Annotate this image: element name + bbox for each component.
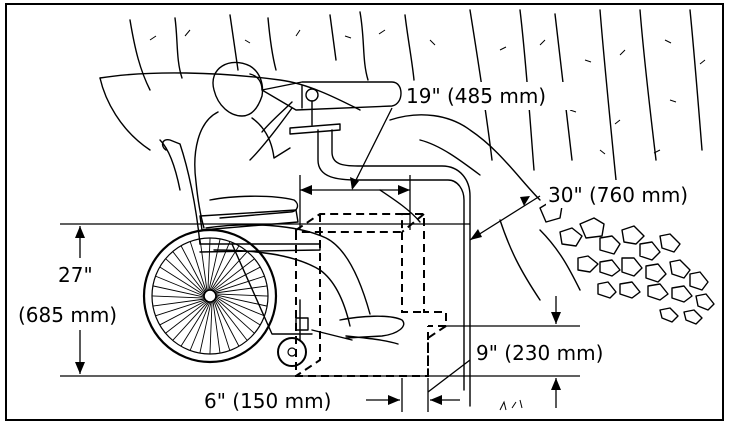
label-bg-width [404,82,580,110]
wheel-spoke [172,301,209,341]
wheel-spoke [207,237,211,291]
wheel-spoke [189,241,207,292]
wheel-spoke [155,275,205,297]
wheelchair [142,138,353,367]
wheel-spoke [209,301,213,355]
dimension-label-19in: 19" (485 mm) [406,84,546,108]
wheel-spoke [172,251,206,294]
dimension-label-6in: 6" (150 mm) [204,389,331,413]
wheel-spoke [152,285,205,298]
wheel-spoke [152,298,205,307]
wheel-spoke [215,285,268,294]
rear-wheel [142,228,278,364]
wheel-spoke [215,297,255,334]
telescope-viewer [261,81,471,407]
wheel-spoke [214,298,248,341]
wheel-spoke [159,300,207,326]
wheel-spoke [165,258,205,295]
background-scenery [99,9,715,411]
dimension-label-30in: 30" (760 mm) [548,183,688,207]
dimension-label-685mm: (685 mm) [18,303,117,327]
wheel-spoke [210,245,240,291]
label-bg-toe-depth [202,386,362,414]
diagram-border [5,3,724,421]
knee-toe-clearance-outline [295,213,447,377]
caster-wheel [277,337,307,367]
wheel-spoke [165,300,208,334]
wheel-spoke [199,238,208,291]
wheel-spoke [208,238,221,291]
wheel-spoke [180,245,206,293]
wheel-spoke [211,251,248,291]
wheel-spoke [159,266,205,296]
label-bg-knee [14,262,140,328]
wheel-spoke [189,301,211,351]
wheel-spoke [212,258,255,292]
wheel-spoke [209,241,231,291]
dimension-label-27in: 27" [58,263,93,287]
wheel-spoke [215,295,265,317]
wheelchair-user [194,61,405,345]
wheel-spoke [213,300,231,351]
wheel-spoke [212,301,221,354]
wheel-spoke [155,299,206,317]
wheel-spoke [180,301,210,347]
wheel-spoke [213,266,261,292]
dimension-lines [60,107,580,412]
wheel-spoke [215,296,261,326]
wheel-spoke [215,293,269,297]
label-bg-toe-height [474,338,642,366]
wheel-spoke [151,295,205,299]
wheel-spoke [199,301,212,354]
dimension-label-9in: 9" (230 mm) [476,341,603,365]
label-bg-depth [546,180,722,208]
wheel-spoke [214,275,265,293]
wheel-spoke [214,299,240,347]
wheel-spoke [215,294,268,307]
